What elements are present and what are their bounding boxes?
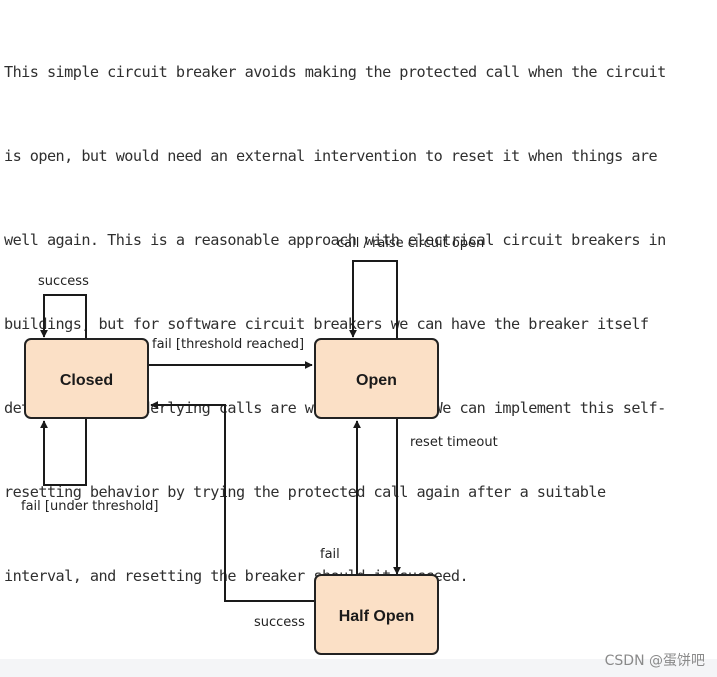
open-self-edge xyxy=(349,260,398,339)
paragraph-line: This simple circuit breaker avoids makin… xyxy=(4,63,666,81)
state-closed-label: Closed xyxy=(60,372,113,389)
closed-to-open-label: fail [threshold reached] xyxy=(152,337,304,352)
state-open-label: Open xyxy=(356,372,397,389)
state-closed: Closed xyxy=(24,338,149,419)
state-open: Open xyxy=(314,338,439,419)
paragraph-line: buildings, but for software circuit brea… xyxy=(4,315,649,333)
footer-band xyxy=(0,659,717,677)
state-half-open: Half Open xyxy=(314,574,439,655)
paragraph-line: resetting behavior by trying the protect… xyxy=(4,483,606,501)
state-half-open-label: Half Open xyxy=(339,608,415,625)
open-to-half-open-label: reset timeout xyxy=(410,435,498,450)
paragraph-line: is open, but would need an external inte… xyxy=(4,147,658,165)
paragraph-line: well again. This is a reasonable approac… xyxy=(4,231,666,249)
open-self-label: call / raise circuit open xyxy=(337,236,484,251)
closed-self-success-edge xyxy=(40,294,87,339)
half-open-to-closed-edge xyxy=(150,401,315,602)
half-open-to-closed-label: success xyxy=(254,615,305,630)
closed-self-success-label: success xyxy=(38,274,89,289)
closed-self-fail-label: fail [under threshold] xyxy=(21,499,158,514)
half-open-to-open-label: fail xyxy=(320,547,340,562)
closed-self-fail-edge xyxy=(40,419,87,486)
watermark: CSDN @蛋饼吧 xyxy=(604,653,705,669)
